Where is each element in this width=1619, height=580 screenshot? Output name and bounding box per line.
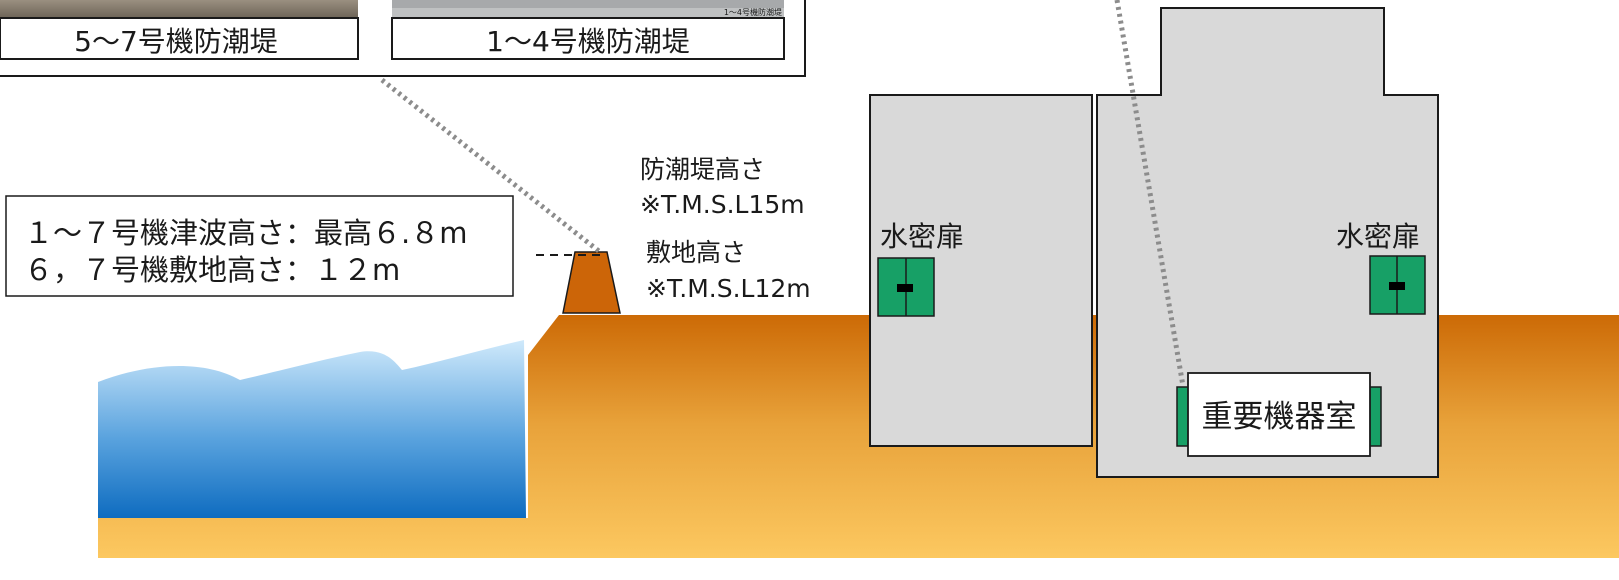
photo-leader-line	[380, 78, 602, 254]
watertight-door-label-left: 水密扉	[880, 220, 964, 253]
sea	[98, 340, 526, 518]
building-right	[1096, 7, 1439, 478]
important-equipment-room: 重要機器室	[1176, 372, 1382, 457]
caption-seawall-1-4: 1～4号機防潮堤	[486, 25, 690, 58]
watertight-door-left	[877, 257, 935, 317]
site-height-value: ※T.M.S.L12m	[646, 274, 811, 303]
seawall	[562, 251, 621, 314]
photo-stamp: 1～4号機防潮堤	[724, 7, 782, 17]
seawall-height-value: ※T.M.S.L15m	[640, 190, 805, 219]
site-height-text: ６，７号機敷地高さ：１２m	[24, 253, 400, 287]
photo-panel: 1～4号機防潮堤 5～7号機防潮堤 1～4号機防潮堤	[0, 0, 806, 77]
tsunami-height-text: １～７号機津波高さ：最高６.８m	[24, 216, 467, 250]
site-height-title: 敷地高さ	[646, 238, 746, 267]
caption-seawall-5-7: 5～7号機防潮堤	[74, 25, 278, 58]
important-equipment-room-label: 重要機器室	[1202, 399, 1357, 435]
watertight-door-label-right: 水密扉	[1336, 220, 1420, 253]
room-leader-line	[1114, 0, 1186, 387]
tsunami-info-box: １～７号機津波高さ：最高６.８m ６，７号機敷地高さ：１２m	[5, 195, 514, 297]
seawall-height-title: 防潮堤高さ	[640, 155, 765, 184]
watertight-door-right	[1369, 255, 1426, 315]
seawall-photo-5-7	[0, 0, 358, 18]
